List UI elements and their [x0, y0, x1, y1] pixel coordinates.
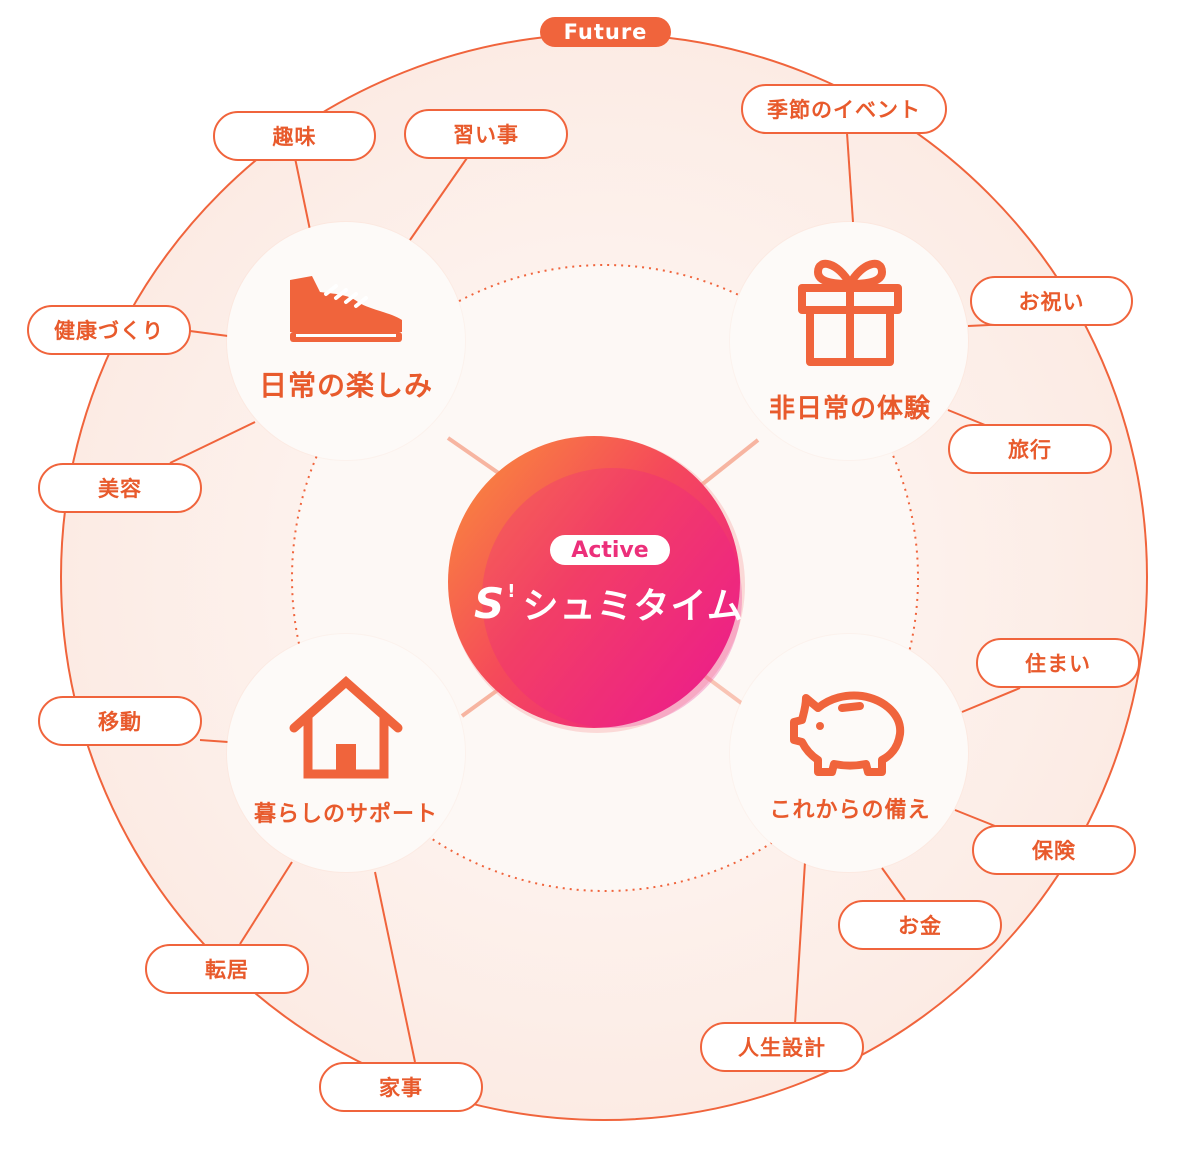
topic-housing[interactable]: 住まい — [976, 638, 1140, 688]
center-circle — [448, 436, 745, 733]
hub-future[interactable] — [730, 634, 968, 872]
topic-transport[interactable]: 移動 — [38, 696, 202, 746]
topic-housework[interactable]: 家事 — [319, 1062, 483, 1112]
topic-lessons[interactable]: 習い事 — [404, 109, 568, 159]
topic-insurance[interactable]: 保険 — [972, 825, 1136, 875]
logo-mark: S — [474, 578, 506, 628]
active-badge: Active — [550, 535, 670, 565]
piggy-bank-icon — [790, 691, 905, 776]
topic-life-planning[interactable]: 人生設計 — [700, 1022, 864, 1072]
service-logo: S ! シュミタイム — [474, 576, 764, 630]
hub-label-special: 非日常の体験 — [768, 394, 932, 424]
future-label: Future — [540, 17, 671, 47]
logo-bang: ! — [507, 580, 517, 602]
hub-label-daily: 日常の楽しみ — [258, 369, 434, 402]
service-title: シュミタイム — [522, 586, 744, 627]
house-icon — [289, 676, 403, 779]
gift-icon — [798, 259, 902, 366]
hub-label-future: これからの備え — [769, 798, 931, 823]
hub-label-living: 暮らしのサポート — [253, 802, 439, 827]
topic-relocation[interactable]: 転居 — [145, 944, 309, 994]
topic-health[interactable]: 健康づくり — [27, 305, 191, 355]
topic-hobby[interactable]: 趣味 — [213, 111, 376, 161]
topic-money[interactable]: お金 — [838, 900, 1002, 950]
topic-celebration[interactable]: お祝い — [970, 276, 1133, 326]
sneaker-icon — [290, 276, 402, 342]
topic-beauty[interactable]: 美容 — [38, 463, 202, 513]
topic-seasonal-events[interactable]: 季節のイベント — [741, 84, 947, 134]
topic-travel[interactable]: 旅行 — [948, 424, 1112, 474]
